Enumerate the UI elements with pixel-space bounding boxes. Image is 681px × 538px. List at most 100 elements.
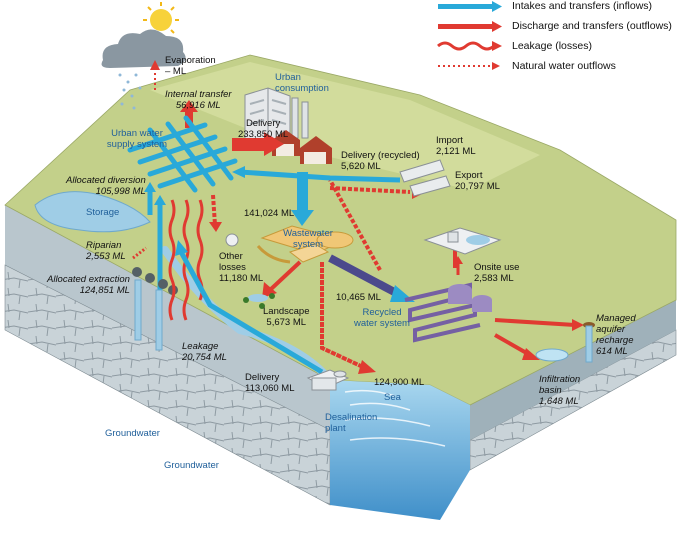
landscape-title: Landscape xyxy=(263,306,310,317)
desalination-plant-icon xyxy=(306,369,350,391)
sea-discharge-arrow xyxy=(320,262,376,374)
flow-141024-label: 141,024 ML xyxy=(244,208,295,219)
bore-icon xyxy=(132,267,178,351)
onsite-use-value: 2,583 ML xyxy=(474,273,514,284)
export-title: Export xyxy=(455,170,483,181)
allocated-diversion-value: 105,998 ML xyxy=(95,186,146,197)
storage-lake xyxy=(34,191,151,233)
delivery-title: Delivery xyxy=(245,118,281,129)
leakage-label: Leakage 20,754 ML xyxy=(182,341,227,363)
delivery2-value: 113,060 ML xyxy=(245,383,295,394)
legend-outflow-icon xyxy=(438,21,502,32)
delivery-recycled-title: Delivery (recycled) xyxy=(341,150,420,161)
wastewater-label: Wastewater system xyxy=(283,228,333,250)
internal-transfer-label: Internal transfer 56,916 ML xyxy=(165,89,232,111)
urban-supply-label: Urban water supply system xyxy=(106,128,168,150)
onsite-use-arrow xyxy=(453,256,463,275)
recycled-to-infiltration-arrow xyxy=(494,333,540,360)
recycled-label: Recycled water system xyxy=(354,307,410,329)
export-label: Export 20,797 ML xyxy=(455,170,500,192)
internal-transfer-title: Internal transfer xyxy=(165,89,232,100)
aquifer-well-icon xyxy=(583,322,595,363)
evaporation-label: Evaporation – ML xyxy=(165,55,216,77)
allocated-diversion-title: Allocated diversion xyxy=(66,175,146,186)
legend-natural-outflow-icon xyxy=(438,62,500,70)
delivery2-title: Delivery xyxy=(245,372,280,383)
other-losses-label: Other losses 11,180 ML xyxy=(219,251,263,284)
ground-right-side xyxy=(470,300,676,440)
landscape-icon xyxy=(243,293,275,309)
delivery-arrow xyxy=(232,132,284,156)
legend-leakage-icon xyxy=(437,41,502,51)
flow-10465-label: 10,465 ML xyxy=(336,292,381,303)
flow-124900-label: 124,900 ML xyxy=(374,377,425,388)
onsite-facility-icon xyxy=(423,227,502,255)
sea-waves xyxy=(344,389,446,447)
storage-label: Storage xyxy=(86,207,120,218)
recycled-to-aquifer-arrow xyxy=(494,318,584,331)
legend-outflow-label: Discharge and transfers (outflows) xyxy=(512,20,672,32)
infiltration-value: 1,648 ML xyxy=(539,396,579,407)
infiltration-title: Infiltration basin xyxy=(539,374,581,396)
riparian-title: Riparian xyxy=(86,240,122,251)
wastewater-plant-icon xyxy=(256,225,354,264)
riparian-value: 2,553 ML xyxy=(86,251,126,262)
legend-inflow-label: Intakes and transfers (inflows) xyxy=(512,0,653,12)
import-title: Import xyxy=(436,135,463,146)
other-losses-title: Other losses xyxy=(219,251,246,273)
import-label: Import 2,121 ML xyxy=(436,135,476,157)
recycled-tanks-icon xyxy=(448,284,492,312)
allocated-extraction-label: Allocated extraction 124,851 ML xyxy=(47,274,130,296)
managed-aquifer-label: Managed aquifer recharge 614 ML xyxy=(596,313,656,357)
pipe-icon xyxy=(399,159,451,197)
other-losses-value: 11,180 ML xyxy=(219,273,264,284)
delivery-recycled-label: Delivery (recycled) 5,620 ML xyxy=(341,150,420,172)
internal-transfer-value: 56,916 ML xyxy=(175,100,221,111)
landscape-label: Landscape 5,673 ML xyxy=(263,306,309,328)
legend-inflow-icon xyxy=(438,1,502,12)
riparian-label: Riparian 2,553 ML xyxy=(86,240,126,262)
export-value: 20,797 ML xyxy=(455,181,500,192)
managed-aquifer-value: 614 ML xyxy=(596,346,628,357)
delivery-label: Delivery 233,850 ML xyxy=(238,118,288,140)
import-value: 2,121 ML xyxy=(436,146,476,157)
leakage-title: Leakage xyxy=(182,341,219,352)
legend-leakage-label: Leakage (losses) xyxy=(512,40,592,52)
managed-aquifer-title: Managed aquifer recharge xyxy=(596,313,636,346)
delivery-recycled-value: 5,620 ML xyxy=(341,161,381,172)
riparian-arrow xyxy=(132,246,147,260)
urban-supply-grid xyxy=(127,115,238,193)
allocated-diversion-arrow xyxy=(144,182,156,215)
delivery2-label: Delivery 113,060 ML xyxy=(245,372,294,394)
onsite-use-title: Onsite use xyxy=(474,262,520,273)
evaporation-arrow xyxy=(150,60,160,90)
desalination-label: Desalination plant xyxy=(325,412,378,434)
delivery-value: 233,850 ML xyxy=(238,129,289,140)
houses-icon xyxy=(272,130,332,164)
sea-surface xyxy=(330,380,470,520)
groundwater-label-2: Groundwater xyxy=(164,460,219,471)
legend-natural-outflow-label: Natural water outflows xyxy=(512,60,616,72)
delivery-recycled-arrow xyxy=(328,179,457,271)
other-losses-arrow xyxy=(209,194,239,247)
evaporation-value: – ML xyxy=(165,66,187,77)
allocated-diversion-label: Allocated diversion 105,998 ML xyxy=(66,175,146,197)
allocated-extraction-value: 124,851 ML xyxy=(79,285,130,296)
sea-label: Sea xyxy=(384,392,401,403)
evaporation-title: Evaporation xyxy=(165,55,216,66)
infiltration-label: Infiltration basin 1,648 ML xyxy=(539,374,595,407)
allocated-extraction-title: Allocated extraction xyxy=(47,274,130,285)
sewage-flow-arrow xyxy=(291,172,314,226)
urban-consumption-label: Urban consumption xyxy=(275,72,329,94)
landscape-value: 5,673 ML xyxy=(266,317,307,328)
import-inflow-arrow xyxy=(232,166,401,183)
infiltration-basin-icon xyxy=(535,348,569,362)
leakage-value: 20,754 ML xyxy=(182,352,227,363)
desalination-delivery-arrow xyxy=(175,240,324,375)
ground-front-left xyxy=(5,205,330,430)
cloud-icon xyxy=(101,29,186,69)
onsite-use-label: Onsite use 2,583 ML xyxy=(474,262,519,284)
rain-icon xyxy=(118,73,142,110)
groundwater-label-1: Groundwater xyxy=(105,428,160,439)
